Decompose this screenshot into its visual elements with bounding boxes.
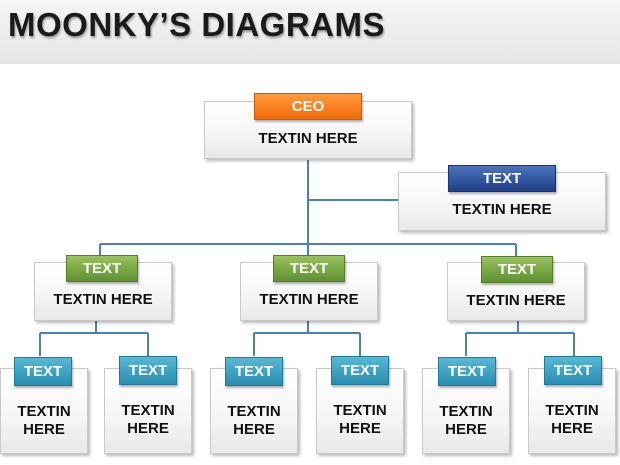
leaf-box-2-line1: TEXTIN <box>121 402 175 419</box>
leaf-box-3-line2: HERE <box>233 421 275 438</box>
leaf-tag-3: TEXT <box>225 357 283 386</box>
ceo-tag: CEO <box>254 93 362 120</box>
leaf-tag-5: TEXT <box>438 357 496 386</box>
leaf-box-6-line1: TEXTIN <box>545 402 599 419</box>
leaf-tag-1: TEXT <box>14 357 72 386</box>
page-title: MOONKY’S DIAGRAMS <box>8 6 386 43</box>
mid-box-left-text: TEXTIN HERE <box>53 291 153 308</box>
leaf-box-6-line2: HERE <box>551 420 593 437</box>
leaf-box-1-line1: TEXTIN <box>17 403 71 420</box>
mid-tag-left: TEXT <box>66 255 138 282</box>
mid-tag-center: TEXT <box>273 255 345 282</box>
aside-tag: TEXT <box>448 165 556 192</box>
leaf-box-3: TEXTIN HERE <box>210 368 298 454</box>
leaf-box-5-line1: TEXTIN <box>439 403 493 420</box>
mid-tag-right: TEXT <box>481 256 553 283</box>
leaf-box-4-line2: HERE <box>339 420 381 437</box>
mid-box-right-text: TEXTIN HERE <box>466 292 566 309</box>
leaf-box-3-line1: TEXTIN <box>227 403 281 420</box>
leaf-tag-4: TEXT <box>331 356 389 385</box>
leaf-tag-6: TEXT <box>544 356 602 385</box>
header-bar: MOONKY’S DIAGRAMS <box>0 0 620 64</box>
aside-box-text: TEXTIN HERE <box>452 201 552 218</box>
mid-box-center-text: TEXTIN HERE <box>259 291 359 308</box>
leaf-box-4-line1: TEXTIN <box>333 402 387 419</box>
ceo-box-text: TEXTIN HERE <box>258 130 358 147</box>
leaf-box-1-line2: HERE <box>23 421 65 438</box>
leaf-box-2-line2: HERE <box>127 420 169 437</box>
leaf-box-5-line2: HERE <box>445 421 487 438</box>
leaf-tag-2: TEXT <box>119 356 177 385</box>
